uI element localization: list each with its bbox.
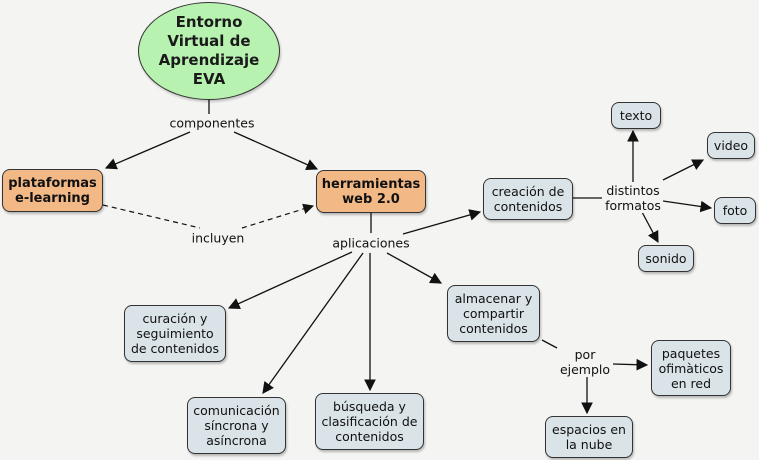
arrow-porejemplo-paquetes xyxy=(612,358,649,371)
concept-video[interactable]: video xyxy=(707,132,755,159)
arrow-aplicaciones-almacenar xyxy=(386,252,443,284)
arrow-formatos-foto xyxy=(662,200,713,213)
concept-comunicacion[interactable]: comunicación síncrona y asíncrona xyxy=(187,397,286,454)
concept-almacenar-compartir[interactable]: almacenar y compartir contenidos xyxy=(447,285,540,342)
arrow-componentes-herramientas xyxy=(233,131,319,171)
arrow-aplicaciones-curacion xyxy=(227,251,353,309)
link-plataformas-incluyen xyxy=(102,204,201,229)
concept-plataformas-elearning[interactable]: plataformas e-learning xyxy=(2,169,103,212)
root-concept-eva[interactable]: Entorno Virtual de Aprendizaje EVA xyxy=(138,2,280,100)
concept-herramientas-web[interactable]: herramientas web 2.0 xyxy=(316,170,426,213)
concept-paquetes-ofimaticos[interactable]: paquetes ofimàticos en red xyxy=(651,340,731,396)
arrow-aplicaciones-comunicacion xyxy=(262,252,364,394)
arrow-aplicaciones-creacion xyxy=(402,209,482,235)
link-label-componentes: componentes xyxy=(167,115,257,131)
arrow-formatos-sonido xyxy=(641,211,659,244)
concept-texto[interactable]: texto xyxy=(611,102,661,129)
concept-espacios-nube[interactable]: espacios en la nube xyxy=(545,416,633,458)
concept-busqueda-clasificacion[interactable]: búsqueda y clasificación de contenidos xyxy=(315,393,424,450)
link-label-por-ejemplo: por ejemplo xyxy=(557,347,613,377)
concept-curacion-seguimiento[interactable]: curación y seguimiento de contenidos xyxy=(124,305,226,362)
concept-creacion-contenidos[interactable]: creación de contenidos xyxy=(483,178,573,220)
concept-foto[interactable]: foto xyxy=(714,197,756,224)
link-label-aplicaciones: aplicaciones xyxy=(330,235,412,251)
concept-sonido[interactable]: sonido xyxy=(638,245,694,272)
link-label-incluyen: incluyen xyxy=(189,230,247,246)
arrow-componentes-plataformas xyxy=(104,131,191,170)
link-almacenar-porejemplo xyxy=(541,339,558,349)
arrow-formatos-video xyxy=(662,159,705,181)
link-label-distintos-formatos: distintos formatos xyxy=(603,183,663,213)
arrow-incluyen-herramientas xyxy=(241,203,315,229)
